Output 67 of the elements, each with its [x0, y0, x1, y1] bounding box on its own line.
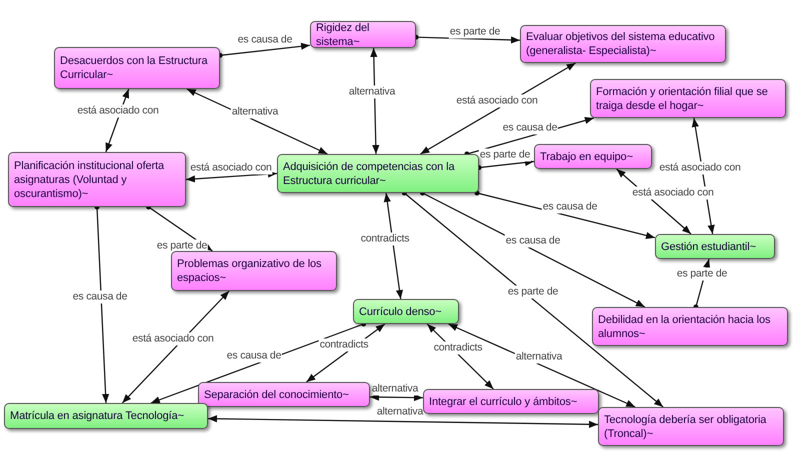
arrow [402, 190, 664, 408]
concept-text: Evaluar objetivos del sistema educativo (generalista- Especialista)~ [526, 30, 716, 58]
arrow [476, 158, 534, 170]
concept-box [54, 47, 220, 89]
arrow [218, 42, 310, 58]
arrow [474, 190, 656, 239]
edge-label: es parte de [676, 268, 728, 280]
edge-label: es parte de [448, 26, 502, 38]
arrow [448, 323, 636, 408]
concept-text: Formación y orientación filial que se traiga desde el hogar~ [596, 84, 769, 112]
concept-text: Planificación institucional oferta asignaturas (Voluntad y oscurantismo)~ [14, 158, 166, 200]
concept-box [592, 307, 788, 346]
concept-text: Adquisición de competencias con la Estructura curricular~ [283, 160, 456, 188]
arrow [122, 290, 230, 404]
concept-box [423, 389, 599, 414]
concept-text: Separación del conocimiento~ [204, 388, 350, 402]
concept-text: Trabajo en equipo~ [540, 150, 634, 164]
edge-label: está asociado con [658, 162, 742, 174]
concept-box [590, 79, 786, 118]
edge-label: está asociado con [131, 332, 215, 346]
edge-label: es parte de [506, 286, 560, 298]
arrow [208, 415, 598, 428]
concept-box [520, 25, 726, 63]
edge-label: contradicts [360, 232, 410, 246]
concept-box [4, 403, 208, 429]
edge-label: alternativa [370, 382, 420, 396]
concept-box [598, 407, 784, 446]
edge-label: es causa de [502, 122, 558, 134]
arrow [384, 192, 404, 300]
edge-label: es causa de [542, 200, 598, 214]
concept-text: Problemas organizativo de los espacios~ [177, 257, 322, 285]
arrow [370, 48, 380, 154]
edge-label: es causa de [504, 234, 562, 248]
concept-box [534, 144, 652, 169]
arrow [420, 190, 646, 308]
concept-box [171, 251, 337, 291]
edge-label: es parte de [478, 148, 532, 162]
concept-box [353, 299, 459, 324]
edge-label: alternativa [230, 106, 280, 118]
arrow [186, 170, 278, 182]
arrow [94, 204, 110, 404]
concept-text: Debilidad en la orientación hacia los alumnos~ [598, 312, 772, 340]
edge-label: contradicts [432, 342, 484, 354]
arrow [370, 394, 423, 402]
concept-text: Currículo denso~ [359, 304, 442, 318]
concept-text: Rigidez del sistema~ [316, 20, 370, 48]
concept-box [8, 152, 186, 207]
edge-label: está asociado con [631, 186, 715, 200]
edge-label: alternativa [514, 350, 564, 364]
edge-label: alternativa [348, 86, 396, 98]
concept-text: Matrícula en asignatura Tecnología~ [10, 409, 185, 423]
arrow [414, 34, 520, 44]
concept-box [277, 154, 479, 193]
concept-text: Tecnología debería ser obligatoria (Troncal)~ [604, 412, 768, 440]
edge-label: está asociado con [455, 94, 539, 108]
concept-text: Integrar el currículo y ámbitos~ [429, 394, 578, 408]
edge-label: es causa de [226, 350, 282, 362]
concept-box [198, 382, 370, 407]
concept-box [655, 234, 775, 259]
edge-label: está asociado con [76, 104, 160, 118]
concept-text: Gestión estudiantil~ [661, 240, 757, 254]
edge-label: está asociado con [189, 162, 273, 174]
edge-label: contradicts [318, 338, 370, 352]
concept-box [310, 21, 416, 48]
edge-label: es parte de [156, 240, 208, 252]
edge-label: es causa de [72, 290, 128, 304]
concept-text: Desacuerdos con la Estructura Curricular~ [60, 54, 209, 82]
